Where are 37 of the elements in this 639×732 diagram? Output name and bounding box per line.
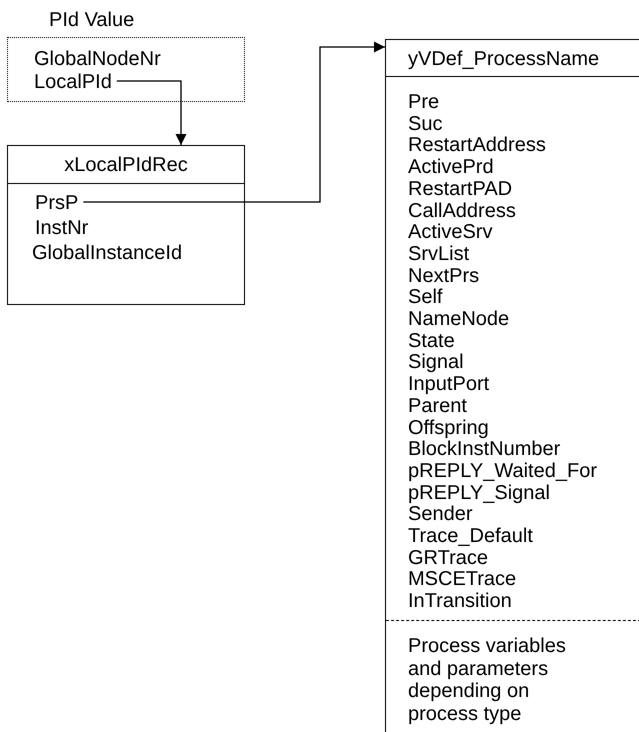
field-name: ActivePrd: [408, 156, 494, 178]
field-name: Offspring: [408, 416, 489, 438]
record-box: [7, 145, 245, 305]
field-name: GlobalNodeNr: [34, 48, 161, 70]
field-name: NameNode: [408, 308, 510, 330]
field-name: Sender: [408, 503, 472, 526]
field-name: Parent: [408, 394, 467, 417]
field-name: SrvList: [408, 242, 470, 265]
note-text: Process variables and parameters depending on process type: [408, 635, 567, 725]
field-name: State: [408, 330, 455, 352]
record-title: xLocalPIdRec: [64, 154, 188, 176]
record-title: yVDef_ProcessName: [408, 48, 600, 70]
field-name: RestartPAD: [408, 178, 512, 200]
field-name: PrsP: [35, 192, 78, 214]
record-title: PId Value: [49, 9, 134, 31]
field-name: GlobalInstanceId: [32, 242, 182, 264]
field-name: GRTrace: [408, 546, 488, 569]
field-name: RestartAddress: [408, 134, 546, 156]
field-name: Self: [408, 286, 442, 308]
field-name: InstNr: [35, 217, 88, 239]
record-box: [385, 39, 639, 732]
field-name: LocalPId: [34, 71, 112, 93]
field-name: Trace_Default: [408, 525, 533, 547]
arrow: [83, 42, 385, 203]
field-name: InTransition: [408, 590, 512, 612]
field-name: CallAddress: [408, 200, 516, 222]
field-name: pREPLY_Waited_For: [408, 460, 597, 482]
field-name: Pre: [408, 91, 440, 113]
field-name: pREPLY_Signal: [408, 482, 550, 504]
field-name: Signal: [408, 351, 464, 374]
field-name: BlockInstNumber: [408, 438, 560, 460]
field-name: InputPort: [408, 373, 490, 396]
field-name: MSCETrace: [408, 568, 516, 590]
field-name: ActiveSrv: [408, 221, 492, 244]
arrow: [116, 80, 186, 145]
field-name: Suc: [408, 112, 442, 135]
field-name: NextPrs: [408, 264, 480, 287]
